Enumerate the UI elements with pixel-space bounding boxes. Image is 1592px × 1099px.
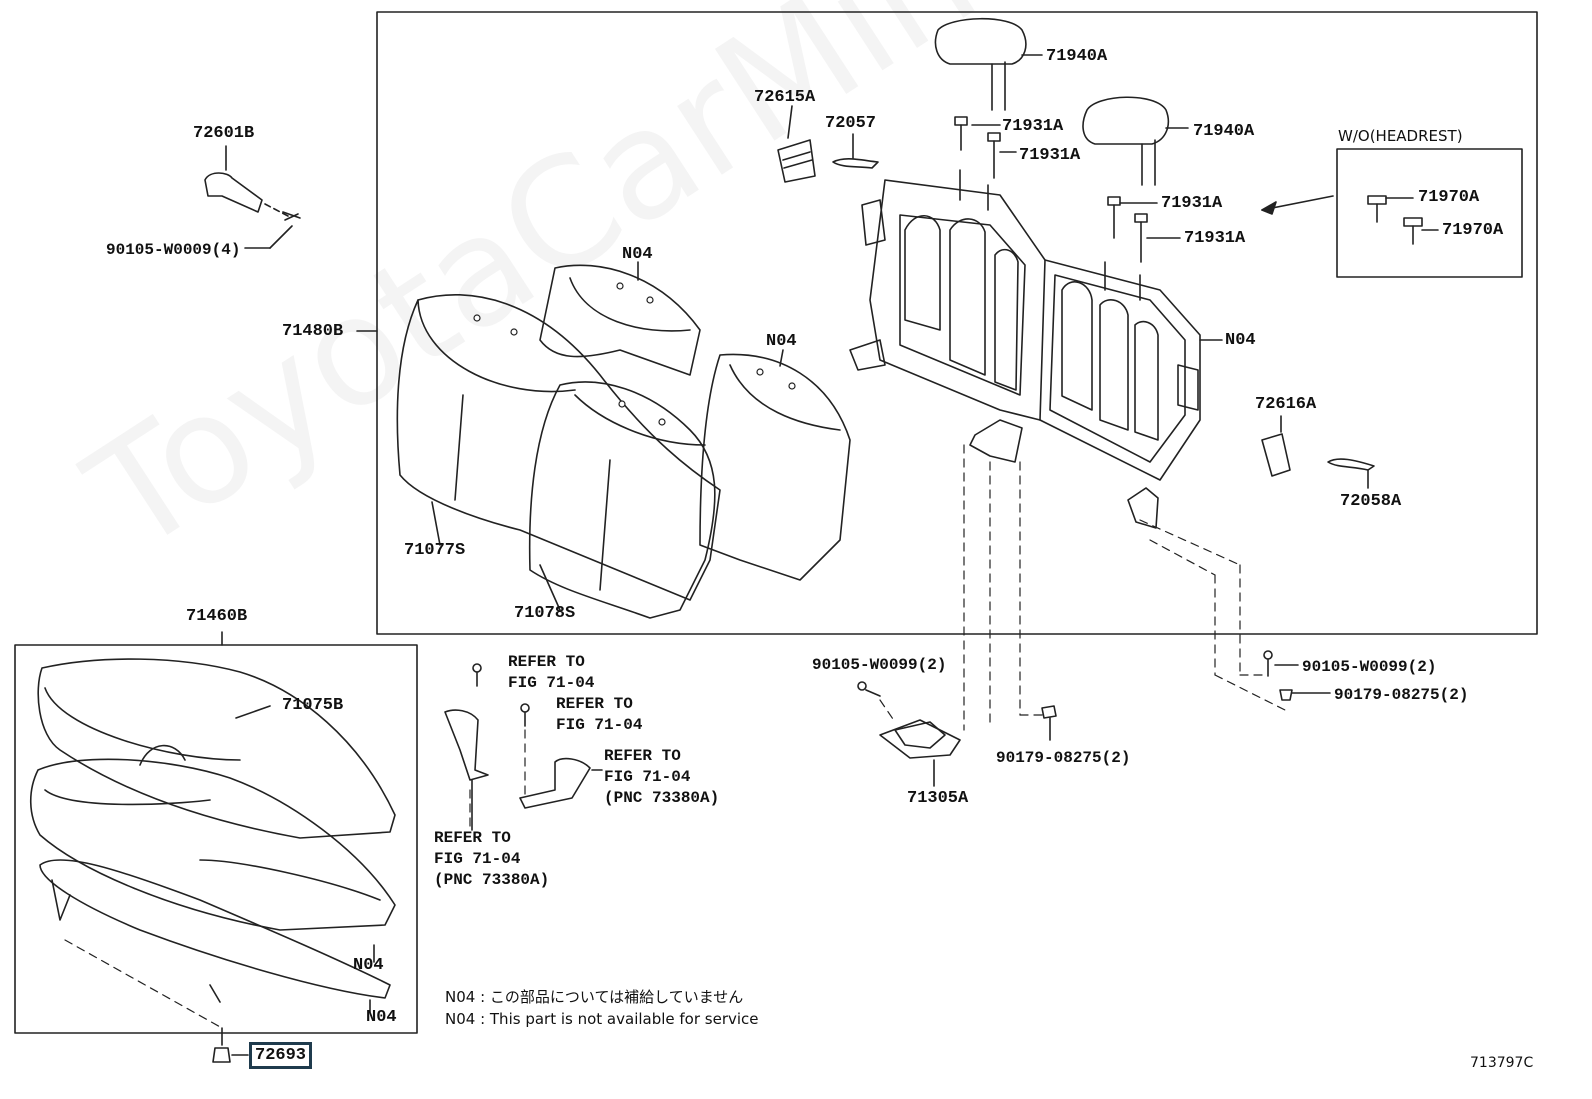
part-label-71940a-1: 71940A: [1046, 47, 1108, 66]
headrest-1: [935, 19, 1042, 110]
part-label-71931a-1: 71931A: [1002, 117, 1064, 136]
bolts-right: [858, 651, 1330, 740]
guides: [955, 117, 1438, 262]
part-label-90105-w0099-a: 90105-W0099(2): [812, 656, 947, 674]
lock-71305A: [880, 720, 960, 786]
part-label-n04-4: N04: [353, 956, 384, 975]
part-label-72057: 72057: [825, 114, 877, 133]
cover-N04-1: [540, 262, 700, 375]
part-label-72601b: 72601B: [193, 124, 255, 143]
dashed-guides: [65, 445, 1285, 1028]
part-label-71931a-4: 71931A: [1184, 229, 1246, 248]
belt-1: [445, 664, 488, 830]
cover-N04-2: [700, 350, 850, 580]
wo-headrest-label: W/O(HEADREST): [1338, 127, 1463, 145]
clip-72616A: [1262, 416, 1290, 476]
seatback-group-box: [377, 12, 1537, 634]
part-label-71075b: 71075B: [282, 696, 344, 715]
part-label-90179-08275-b: 90179-08275(2): [1334, 686, 1469, 704]
clip-72057: [833, 134, 878, 168]
part-label-71460b: 71460B: [186, 607, 248, 626]
part-label-71480b: 71480B: [282, 322, 344, 341]
part-label-n04-1: N04: [622, 245, 653, 264]
footnote-en: N04 : This part is not available for ser…: [445, 1010, 759, 1028]
refer-note-2: REFER TO FIG 71-04: [556, 695, 643, 734]
refer-note-4: REFER TO FIG 71-04 (PNC 73380A): [434, 829, 550, 889]
refer-note-3: REFER TO FIG 71-04 (PNC 73380A): [604, 747, 720, 807]
part-label-90105-w0009: 90105-W0009(4): [106, 241, 241, 259]
part-label-71931a-3: 71931A: [1161, 194, 1223, 213]
part-label-71305a: 71305A: [907, 789, 969, 808]
part-label-72058a: 72058A: [1340, 492, 1402, 511]
part-label-n04-5: N04: [366, 1008, 397, 1027]
part-label-71970a-1: 71970A: [1418, 188, 1480, 207]
part-label-72616a: 72616A: [1255, 395, 1317, 414]
refer-note-1: REFER TO FIG 71-04: [508, 653, 595, 692]
headrest-2: [1083, 97, 1188, 185]
part-label-n04-2: N04: [766, 332, 797, 351]
part-label-71077s: 71077S: [404, 541, 466, 560]
part-label-71940a-2: 71940A: [1193, 122, 1255, 141]
part-label-71970a-2: 71970A: [1442, 221, 1504, 240]
part-label-72615a: 72615A: [754, 88, 816, 107]
cushion-71075B: [31, 659, 395, 1062]
clip-72058A: [1328, 459, 1374, 488]
figure-code: 713797C: [1470, 1055, 1534, 1071]
part-label-90105-w0099-b: 90105-W0099(2): [1302, 658, 1437, 676]
cushion-group-box: [15, 645, 417, 1033]
part-label-90179-08275-a: 90179-08275(2): [996, 749, 1131, 767]
footnote-jp: N04 : この部品については補給していません: [445, 988, 744, 1006]
part-label-71078s: 71078S: [514, 604, 576, 623]
clip-72615A: [778, 106, 815, 182]
cover-71077S: [397, 295, 720, 600]
part-label-72693[interactable]: 72693: [249, 1042, 313, 1069]
seatback-frame: [850, 170, 1222, 528]
wo-headrest-box: [1337, 149, 1522, 277]
cover-71078S: [530, 382, 715, 618]
part-label-n04-3: N04: [1225, 331, 1256, 350]
clip-72601B: [205, 146, 300, 248]
part-label-71931a-2: 71931A: [1019, 146, 1081, 165]
belt-2: [520, 704, 602, 808]
